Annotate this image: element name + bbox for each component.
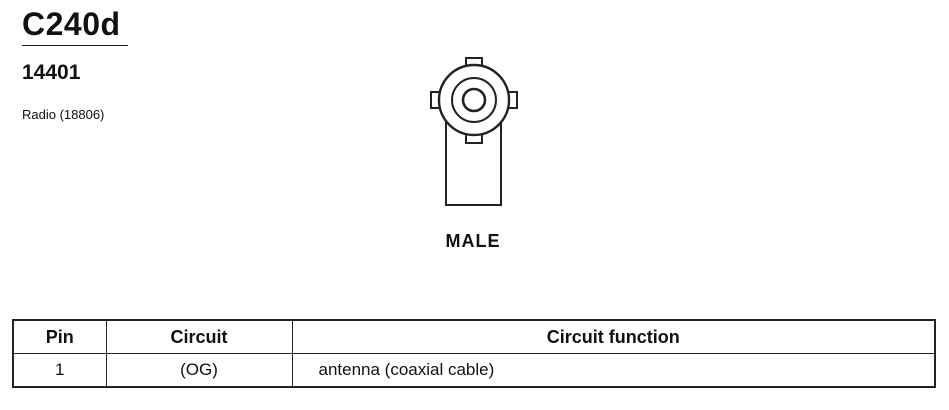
component-name: Radio (18806) [22, 107, 105, 122]
table-header-row: Pin Circuit Circuit function [12, 319, 936, 354]
connector-center-pin [461, 87, 487, 113]
pin-table: Pin Circuit Circuit function 1 (OG) ante… [12, 319, 936, 388]
cell-circuit-function: antenna (coaxial cable) [291, 353, 936, 388]
connector-id: C240d [22, 6, 121, 42]
table-row: 1 (OG) antenna (coaxial cable) [12, 353, 936, 388]
connector-gender-label: MALE [445, 231, 501, 251]
connector-face-diagram [430, 57, 518, 206]
cell-circuit: (OG) [105, 353, 293, 388]
part-number: 14401 [22, 61, 81, 84]
header-circuit: Circuit [105, 319, 293, 354]
title-underline [22, 45, 128, 46]
header-pin: Pin [12, 319, 107, 354]
cell-pin: 1 [12, 353, 107, 388]
header-circuit-function: Circuit function [291, 319, 936, 354]
